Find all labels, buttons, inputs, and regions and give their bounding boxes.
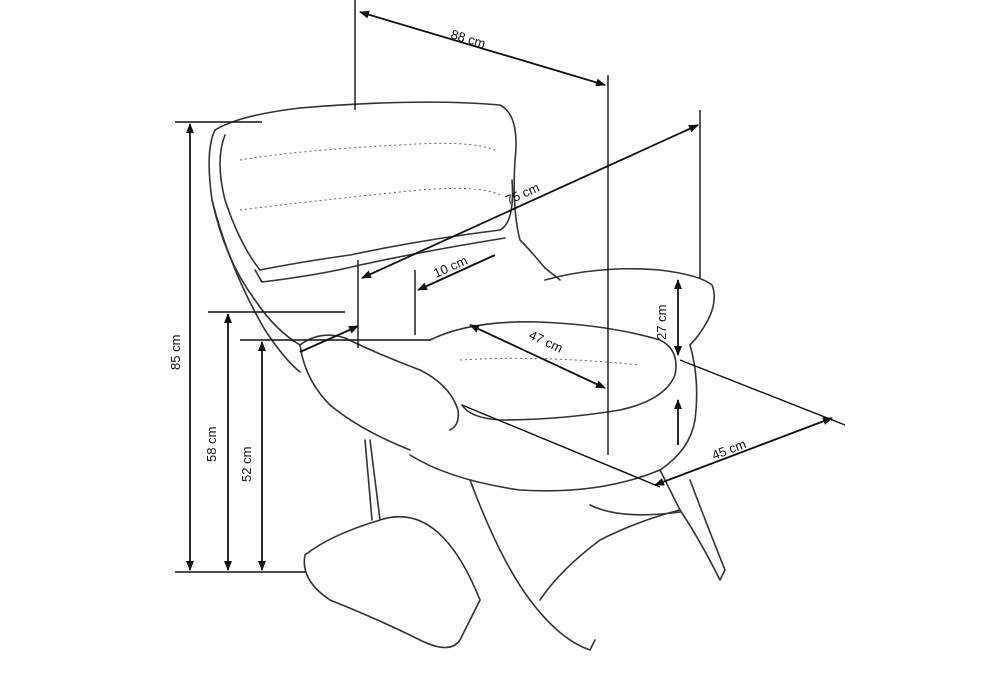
dimension-arrows — [186, 10, 833, 571]
label-armrest-height: 27 cm — [654, 305, 669, 340]
label-seat-width: 45 cm — [710, 436, 748, 463]
label-seat-depth: 47 cm — [527, 327, 565, 356]
chair-drawing — [208, 101, 726, 651]
label-seat-height: 52 cm — [239, 447, 254, 482]
extension-lines — [175, 0, 846, 573]
label-total-height: 85 cm — [168, 335, 183, 370]
label-armrest-width: 10 cm — [431, 253, 469, 281]
label-total-width: 88 cm — [449, 27, 487, 52]
label-diagonal-depth: 75 cm — [503, 180, 541, 208]
label-armrest-floor-height: 58 cm — [204, 427, 219, 462]
